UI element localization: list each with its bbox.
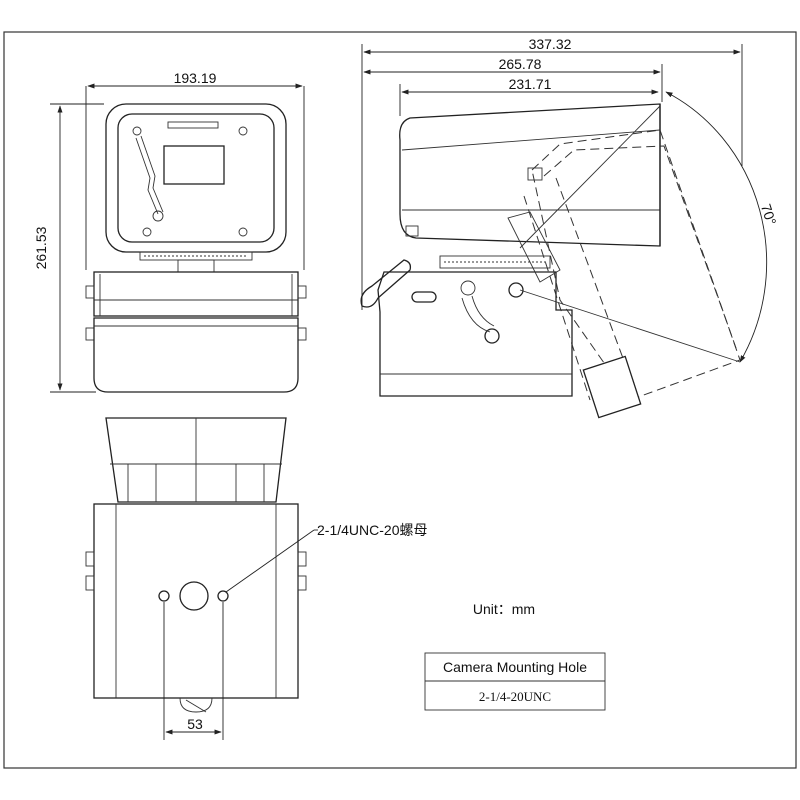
mounting-table bbox=[424, 652, 606, 711]
dim-front-width: 193.19 bbox=[174, 70, 217, 86]
unit-note: Unit：mm bbox=[473, 601, 535, 617]
dim-side-mid: 265.78 bbox=[499, 56, 542, 72]
bottom-view bbox=[85, 417, 318, 713]
dim-side-overall: 337.32 bbox=[529, 36, 572, 52]
side-dimensions bbox=[361, 44, 768, 363]
front-view bbox=[85, 103, 307, 393]
dim-side-housing: 231.71 bbox=[509, 76, 552, 92]
side-view bbox=[360, 103, 741, 419]
drawing-frame bbox=[3, 31, 797, 769]
dim-front-height: 261.53 bbox=[33, 226, 49, 269]
mounting-table-header: Camera Mounting Hole bbox=[443, 659, 587, 675]
bottom-dimensions bbox=[163, 602, 224, 740]
dim-hole-spacing: 53 bbox=[187, 716, 203, 732]
nut-callout-label: 2-1/4UNC-20螺母 bbox=[317, 522, 427, 538]
front-dimensions bbox=[50, 83, 305, 393]
dim-tilt-angle: 70° bbox=[758, 202, 780, 227]
mounting-table-value: 2-1/4-20UNC bbox=[479, 689, 551, 704]
